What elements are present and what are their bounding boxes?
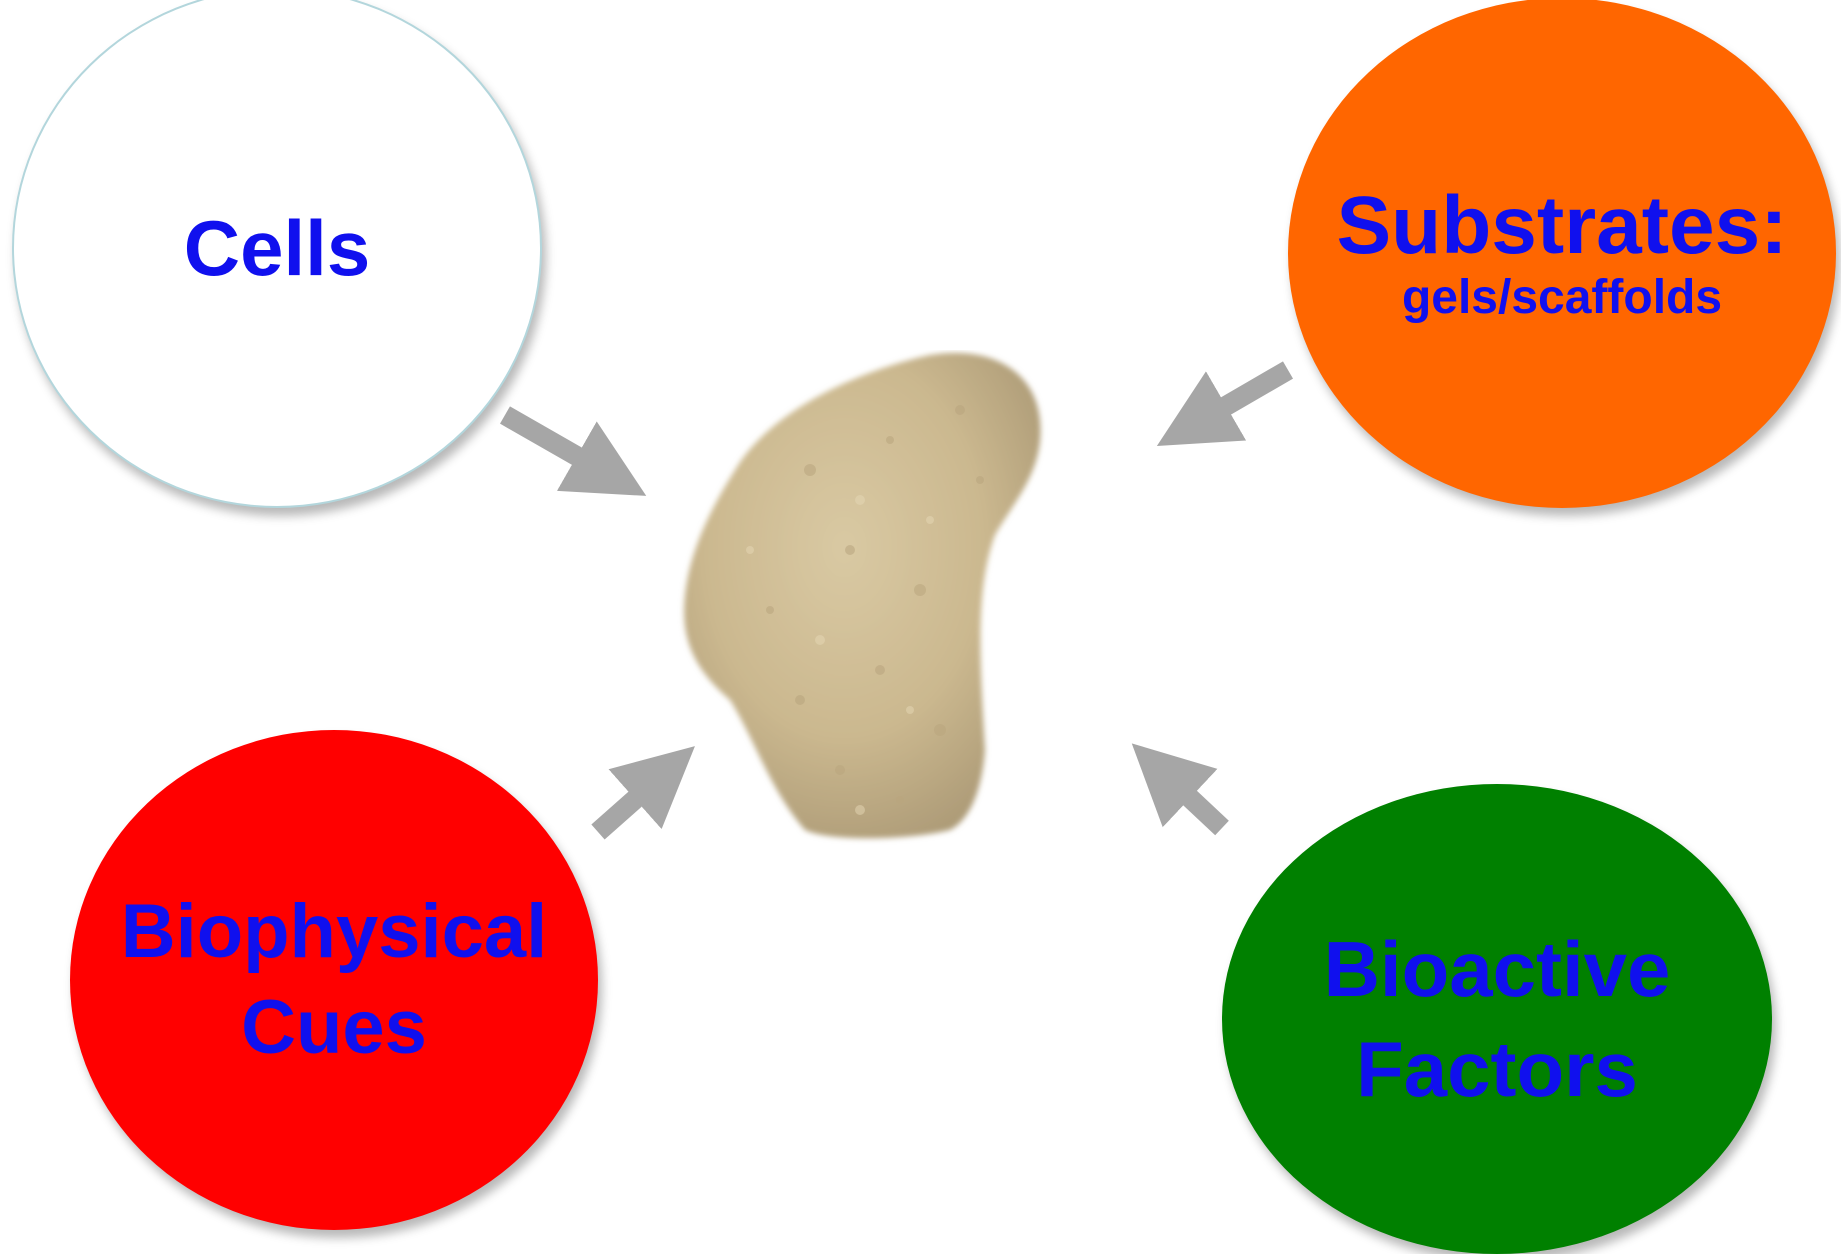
biophysical-label-line2: Cues [241, 980, 427, 1076]
bioactive-label-line2: Factors [1356, 1019, 1638, 1119]
biophysical-cues-circle: Biophysical Cues [70, 730, 598, 1230]
arrow-bioactive-to-center [1158, 768, 1222, 828]
substrates-circle: Substrates: gels/scaffolds [1288, 0, 1836, 508]
bioactive-factors-circle: Bioactive Factors [1222, 784, 1772, 1254]
scaffold-image [660, 350, 1100, 850]
arrow-substrates-to-center [1188, 370, 1288, 428]
arrow-biophysical-to-center [598, 770, 668, 832]
cells-label: Cells [184, 203, 370, 293]
biophysical-label-line1: Biophysical [121, 884, 548, 980]
substrates-label: Substrates: [1336, 181, 1787, 271]
cells-circle: Cells [12, 0, 542, 508]
arrow-cells-to-center [505, 415, 615, 478]
bioactive-label-line1: Bioactive [1324, 919, 1671, 1019]
substrates-sublabel: gels/scaffolds [1402, 271, 1722, 325]
